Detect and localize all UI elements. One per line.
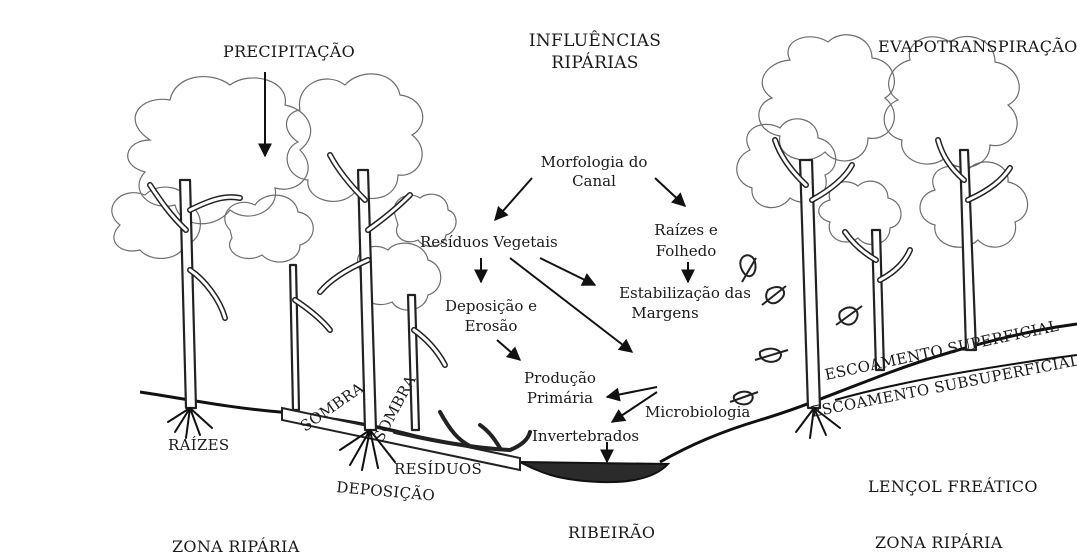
- label-bank-stabilization-1: Estabilização das: [619, 284, 751, 302]
- arrow-microbiology-to-production: [605, 386, 658, 402]
- label-riparian-influences-2: RIPÁRIAS: [551, 52, 639, 73]
- label-residues: RESÍDUOS: [394, 460, 482, 478]
- roots: [167, 407, 841, 471]
- left-tree-crowns: [111, 73, 457, 311]
- subsurface-line: [834, 354, 1077, 401]
- label-invertebrates: Invertebrados: [532, 427, 639, 445]
- right-trunks: [772, 137, 1013, 410]
- left-trunks: [147, 152, 448, 432]
- arrow-residues-to-stabilization: [539, 257, 597, 286]
- label-deposition: DEPOSIÇÃO: [336, 478, 436, 505]
- arrow-microbiology-to-invertebrates: [610, 391, 658, 423]
- label-riparian-zone-left: ZONA RIPÁRIA: [172, 536, 300, 556]
- stream-channel: [519, 461, 671, 484]
- label-roots: RAÍZES: [168, 436, 230, 454]
- label-channel-morphology-2: Canal: [572, 172, 616, 190]
- arrows: [258, 72, 695, 464]
- label-bank-stabilization-2: Margens: [631, 304, 698, 322]
- label-stream: RIBEIRÃO: [568, 522, 655, 542]
- fallen-log: [393, 410, 532, 453]
- label-evapotranspiration: EVAPOTRANSPIRAÇÃO: [878, 36, 1077, 56]
- label-plant-residues: Resíduos Vegetais: [420, 233, 558, 251]
- stream-bank-right: [659, 322, 1077, 464]
- label-primary-production-1: Produção: [524, 369, 596, 387]
- label-water-table: LENÇOL FREÁTICO: [868, 476, 1038, 496]
- arrow-morphology-to-roots: [654, 177, 687, 207]
- label-channel-morphology-1: Morfologia do: [541, 153, 648, 171]
- label-microbiology: Microbiologia: [645, 403, 750, 421]
- label-riparian-zone-right: ZONA RIPÁRIA: [875, 532, 1003, 552]
- label-deposition-erosion-1: Deposição e: [445, 297, 537, 315]
- label-fish: PEIXES: [575, 482, 630, 497]
- right-tree-crowns: [736, 34, 1029, 248]
- label-roots-litter-2: Folhedo: [656, 242, 717, 260]
- arrow-deposition-to-production: [496, 339, 522, 361]
- arrow-morphology-to-residues: [494, 177, 533, 222]
- label-precipitation: PRECIPITAÇÃO: [223, 41, 355, 61]
- label-deposition-erosion-2: Erosão: [465, 317, 518, 335]
- falling-leaves: [729, 254, 863, 406]
- label-riparian-influences-1: INFLUÊNCIAS: [529, 30, 661, 51]
- label-primary-production-2: Primária: [527, 389, 593, 407]
- label-roots-litter-1: Raízes e: [654, 221, 718, 239]
- arrow-residues-to-microbiology: [509, 257, 634, 353]
